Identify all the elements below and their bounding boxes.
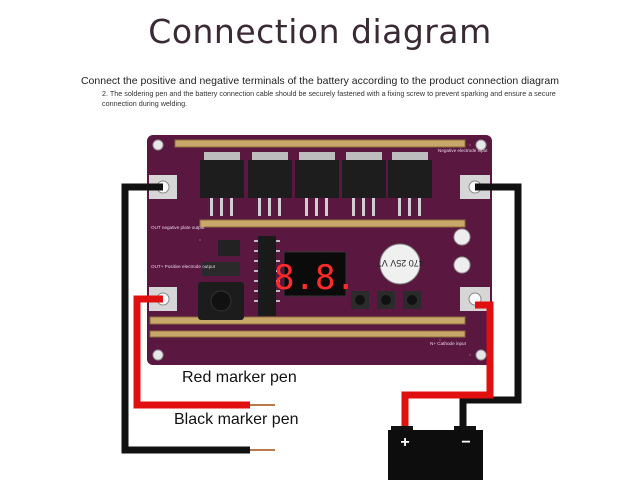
battery-negative-wire <box>459 183 522 428</box>
red-pen-label: Red marker pen <box>182 369 297 386</box>
battery-negative-post <box>454 426 476 432</box>
chip-pins <box>254 240 280 302</box>
battery-positive-wire <box>401 301 494 428</box>
display-value: 8.8. <box>274 258 356 298</box>
out-positive-label: OUT+ Positive electrode output <box>151 264 216 269</box>
red-pen-wire <box>133 295 250 409</box>
black-pen-wire <box>121 183 250 454</box>
instruction-line-1: Connect the positive and negative termin… <box>80 75 560 87</box>
chip <box>218 240 240 256</box>
push-buttons <box>351 291 421 309</box>
negative-electrode-input-label: Negative electrode input <box>438 148 488 153</box>
copper-bar-bottom <box>149 330 466 338</box>
copper-bar-lower <box>149 316 466 325</box>
microcontroller <box>258 236 276 316</box>
screw-terminal <box>453 256 471 274</box>
out-negative-label: OUT negative plate output <box>151 225 205 230</box>
copper-bar-top <box>174 139 466 148</box>
battery-negative-symbol: − <box>461 434 470 451</box>
capacitor <box>379 243 421 285</box>
black-pen-label: Black marker pen <box>174 411 299 428</box>
instruction-line-2: 2. The soldering pen and the battery con… <box>102 89 556 108</box>
page-title: Connection diagram <box>148 12 492 51</box>
battery-positive-symbol: + <box>400 434 409 451</box>
capacitor-label: 470 25V VT <box>376 258 424 268</box>
screw-terminal <box>453 228 471 246</box>
copper-bar-middle <box>199 219 466 228</box>
chip <box>202 262 240 276</box>
seven-segment-display <box>283 251 347 297</box>
mosfet-row <box>200 152 432 216</box>
buzzer-hole <box>210 290 232 312</box>
battery-positive-post <box>391 426 413 432</box>
cathode-input-label: N+ Cathode input <box>430 341 467 346</box>
mounting-holes <box>152 139 487 361</box>
battery <box>388 430 483 480</box>
